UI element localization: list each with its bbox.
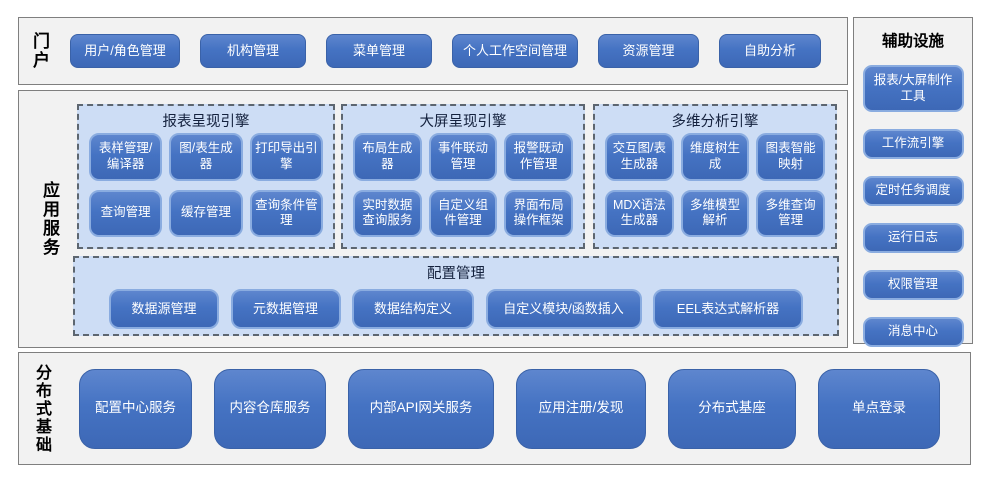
block-metadata-mgmt: 元数据管理 (230, 289, 341, 329)
portal-button-row: 用户/角色管理 机构管理 菜单管理 个人工作空间管理 资源管理 自助分析 (70, 34, 821, 68)
block-alarm-action-mgmt: 报警既动作管理 (504, 133, 573, 181)
block-content-repository-service: 内容仓库服务 (214, 368, 326, 449)
auxiliary-section-title: 辅助设施 (881, 33, 944, 50)
block-chart-table-generator: 图/表生成器 (169, 133, 243, 181)
block-datasource-mgmt: 数据源管理 (109, 289, 219, 329)
foundation-button-row: 配置中心服务 内容仓库服务 内部API网关服务 应用注册/发现 分布式基座 单点… (79, 368, 940, 449)
foundation-section-label: 分布式基础 (33, 363, 50, 454)
block-single-sign-on: 单点登录 (818, 368, 940, 449)
block-mdx-syntax-generator: MDX语法生成器 (605, 189, 674, 237)
block-run-log: 运行日志 (862, 223, 964, 253)
portal-section-label: 门户 (30, 32, 49, 70)
block-print-export-engine: 打印导出引擎 (249, 133, 323, 181)
config-panel-title: 配置管理 (427, 266, 485, 282)
section-portal: 门户 用户/角色管理 机构管理 菜单管理 个人工作空间管理 资源管理 自助分析 (18, 17, 848, 85)
portal-block-personal-workspace-mgmt: 个人工作空间管理 (452, 34, 578, 68)
block-layout-generator: 布局生成器 (353, 133, 422, 181)
block-query-condition-mgmt: 查询条件管理 (249, 189, 323, 237)
panel-large-screen-rendering-engine: 大屏呈现引擎 布局生成器 事件联动管理 报警既动作管理 实时数据查询服务 自定义… (341, 104, 585, 249)
panel-multidimensional-analysis-engine: 多维分析引擎 交互图/表生成器 维度树生成 图表智能映射 MDX语法生成器 多维… (593, 104, 837, 249)
block-eel-expression-parser: EEL表达式解析器 (653, 289, 803, 329)
olap-engine-grid: 交互图/表生成器 维度树生成 图表智能映射 MDX语法生成器 多维模型解析 多维… (595, 131, 835, 247)
block-chart-smart-mapping: 图表智能映射 (756, 133, 825, 181)
block-app-registration-discovery: 应用注册/发现 (516, 368, 646, 449)
block-multidim-model-parsing: 多维模型解析 (680, 189, 750, 237)
block-message-center: 消息中心 (862, 317, 964, 347)
block-realtime-data-query-service: 实时数据查询服务 (353, 189, 422, 237)
portal-block-user-role-mgmt: 用户/角色管理 (70, 34, 180, 68)
block-custom-component-mgmt: 自定义组件管理 (428, 189, 498, 237)
config-button-row: 数据源管理 元数据管理 数据结构定义 自定义模块/函数插入 EEL表达式解析器 (75, 283, 837, 329)
portal-block-menu-mgmt: 菜单管理 (326, 34, 432, 68)
block-template-mgmt-compiler: 表样管理/编译器 (89, 133, 163, 181)
panel-report-rendering-engine: 报表呈现引擎 表样管理/编译器 图/表生成器 打印导出引擎 查询管理 缓存管理 … (77, 104, 335, 249)
block-custom-module-function-insert: 自定义模块/函数插入 (485, 289, 642, 329)
block-workflow-engine: 工作流引擎 (862, 129, 964, 159)
block-distributed-base: 分布式基座 (668, 368, 796, 449)
olap-engine-title: 多维分析引擎 (671, 114, 759, 130)
section-distributed-foundation: 分布式基础 配置中心服务 内容仓库服务 内部API网关服务 应用注册/发现 分布… (18, 352, 971, 465)
block-multidim-query-mgmt: 多维查询管理 (756, 189, 825, 237)
block-report-screen-authoring-tool: 报表/大屏制作工具 (862, 65, 964, 112)
app-services-section-label: 应用服务 (40, 181, 59, 257)
block-event-linkage-mgmt: 事件联动管理 (428, 133, 498, 181)
portal-block-self-service-analysis: 自助分析 (719, 34, 821, 68)
block-cache-mgmt: 缓存管理 (169, 189, 243, 237)
block-query-mgmt: 查询管理 (89, 189, 163, 237)
block-ui-layout-framework: 界面布局操作框架 (504, 189, 573, 237)
block-dimension-tree-generation: 维度树生成 (680, 133, 750, 181)
block-scheduled-task-scheduling: 定时任务调度 (862, 176, 964, 206)
block-config-center-service: 配置中心服务 (79, 368, 192, 449)
panel-config-mgmt: 配置管理 数据源管理 元数据管理 数据结构定义 自定义模块/函数插入 EEL表达… (73, 256, 839, 336)
block-permission-mgmt: 权限管理 (862, 270, 964, 300)
auxiliary-button-column: 报表/大屏制作工具 工作流引擎 定时任务调度 运行日志 权限管理 消息中心 (862, 65, 964, 347)
section-auxiliary-facilities: 辅助设施 报表/大屏制作工具 工作流引擎 定时任务调度 运行日志 权限管理 消息… (853, 17, 973, 347)
block-internal-api-gateway-service: 内部API网关服务 (348, 368, 494, 449)
block-interactive-chart-generator: 交互图/表生成器 (605, 133, 674, 181)
screen-engine-title: 大屏呈现引擎 (419, 114, 507, 130)
block-data-structure-definition: 数据结构定义 (352, 289, 474, 329)
portal-block-resource-mgmt: 资源管理 (598, 34, 699, 68)
report-engine-title: 报表呈现引擎 (162, 114, 250, 130)
portal-block-org-mgmt: 机构管理 (200, 34, 306, 68)
report-engine-grid: 表样管理/编译器 图/表生成器 打印导出引擎 查询管理 缓存管理 查询条件管理 (79, 131, 333, 247)
screen-engine-grid: 布局生成器 事件联动管理 报警既动作管理 实时数据查询服务 自定义组件管理 界面… (343, 131, 583, 247)
section-app-services: 应用服务 报表呈现引擎 表样管理/编译器 图/表生成器 打印导出引擎 查询管理 … (18, 90, 848, 348)
